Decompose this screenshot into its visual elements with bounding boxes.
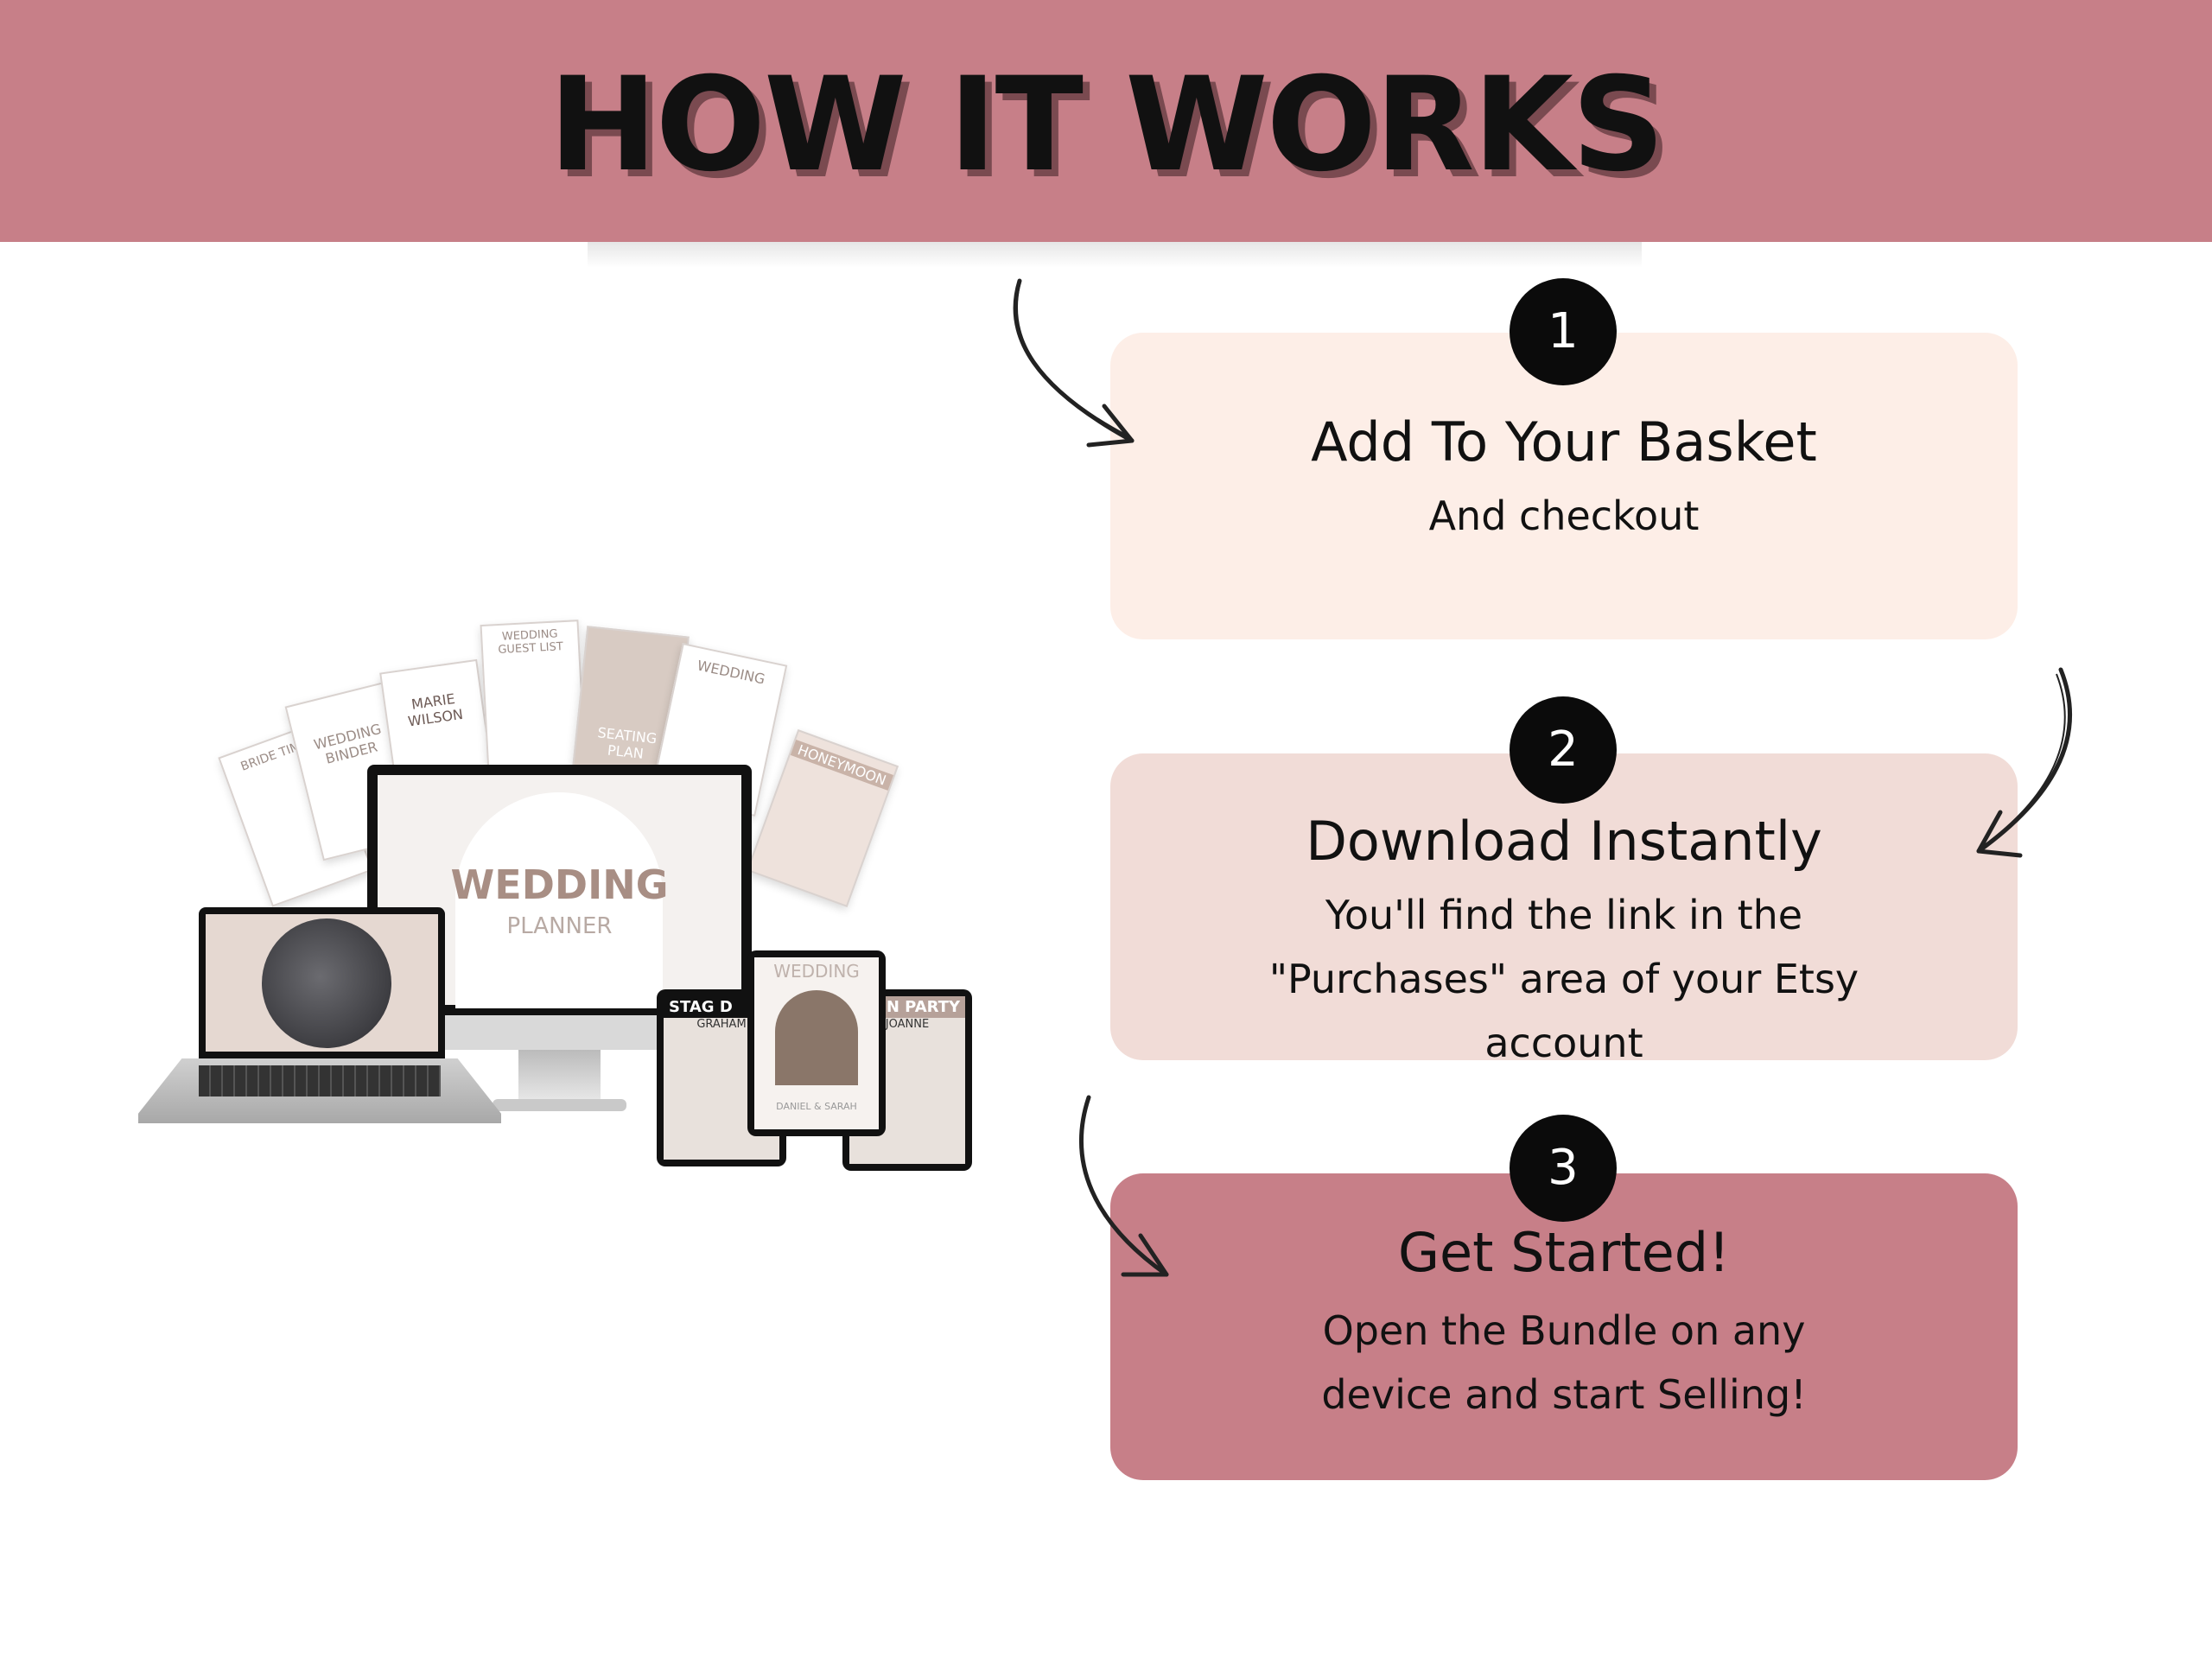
monitor: WEDDING PLANNER (367, 765, 752, 1015)
step-card-2: Download Instantly You'll find the link … (1110, 753, 2018, 1066)
step-3-subtitle: Open the Bundle on any device and start … (1321, 1307, 1807, 1418)
paper-honeymoon: HONEYMOON (746, 729, 899, 907)
monitor-stand (518, 1050, 601, 1102)
curved-arrow-1-icon (1013, 278, 1135, 448)
product-mockup: BRIDE TIME WEDDING BINDER MARIE WILSON W… (130, 605, 994, 1184)
couple-photo (262, 918, 391, 1048)
monitor-title: WEDDING (450, 861, 669, 908)
keyboard (199, 1065, 441, 1096)
step-2-badge: 2 (1510, 696, 1617, 804)
tablet-middle-label: WEDDING (773, 961, 860, 982)
step-1-subtitle: And checkout (1428, 493, 1700, 539)
tablet-left-label: STAG D (664, 996, 779, 1018)
step-3-badge: 3 (1510, 1115, 1617, 1222)
step-3-title: Get Started! (1397, 1221, 1731, 1284)
curved-arrow-3-icon (1078, 1095, 1169, 1277)
monitor-arch (455, 792, 663, 1008)
step-card-3: Get Started! Open the Bundle on any devi… (1110, 1173, 2018, 1480)
tablet-middle-names: DANIEL & SARAH (776, 1101, 857, 1112)
step-1-badge: 1 (1510, 278, 1617, 385)
step-2-title: Download Instantly (1306, 810, 1822, 873)
monitor-subtitle: PLANNER (506, 913, 613, 939)
laptop-base (138, 1058, 501, 1123)
header-shadow (588, 242, 1642, 268)
tablet-right-name: JOANNE (885, 1018, 930, 1031)
step-2-subtitle: You'll find the link in the "Purchases" … (1268, 892, 1859, 1066)
laptop-screen (199, 907, 445, 1058)
page-title: HOW IT WORKS (549, 50, 1665, 200)
paper-guest-list: WEDDING GUEST LIST (480, 620, 587, 775)
curved-arrow-2-icon (1976, 667, 2073, 858)
laptop-display (206, 914, 438, 1052)
tablet-middle-photo (775, 990, 858, 1085)
monitor-base (493, 1099, 626, 1111)
header-banner: HOW IT WORKS (0, 0, 2212, 242)
tablet-middle-screen: WEDDING DANIEL & SARAH (754, 957, 879, 1129)
step-1-title: Add To Your Basket (1311, 410, 1817, 474)
tablet-middle: WEDDING DANIEL & SARAH (747, 950, 886, 1136)
tablet-left-name: GRAHAM (696, 1018, 747, 1031)
